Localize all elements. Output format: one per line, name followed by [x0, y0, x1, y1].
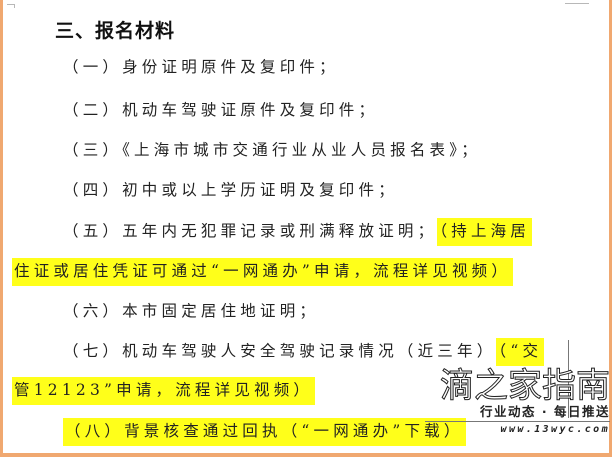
- highlighted-note: 管12123”申请，流程详见视频）: [12, 377, 316, 405]
- highlighted-note: （“交: [496, 338, 545, 366]
- list-item: （一）身份证明原件及复印件；: [63, 58, 339, 76]
- watermark-url: www.13wyc.com: [500, 424, 610, 435]
- list-item: （六）本市固定居住地证明；: [63, 302, 320, 320]
- highlighted-note: （持上海居: [437, 218, 533, 246]
- watermark-subtitle: 行业动态 · 每日推送: [425, 404, 610, 422]
- list-item: （八）背景核查通过回执（“一网通办”下载）: [63, 418, 466, 446]
- section-heading: 三、报名材料: [55, 20, 176, 42]
- divider: [568, 340, 569, 418]
- list-item: （三）《上海市城市交通行业从业人员报名表》；: [63, 141, 481, 159]
- list-item: （七）机动车驾驶人安全驾驶记录情况（近三年）（“交: [63, 338, 545, 366]
- highlighted-note: （八）背景核查通过回执（“一网通办”下载）: [63, 418, 466, 446]
- watermark: 滴之家指南 行业动态 · 每日推送 www.13wyc.com: [425, 366, 611, 437]
- list-item-continuation: 住证或居住凭证可通过“一网通办”申请，流程详见视频）: [12, 258, 514, 286]
- margin-corner-mark: [565, 3, 589, 4]
- highlighted-note: 住证或居住凭证可通过“一网通办”申请，流程详见视频）: [12, 258, 514, 286]
- list-item: （四）初中或以上学历证明及复印件；: [63, 181, 398, 199]
- list-item-text: （五）五年内无犯罪记录或刑满释放证明；: [63, 222, 438, 240]
- watermark-title: 滴之家指南: [440, 366, 611, 406]
- list-item: （五）五年内无犯罪记录或刑满释放证明；（持上海居: [63, 218, 533, 246]
- list-item: （二）机动车驾驶证原件及复印件；: [63, 101, 379, 119]
- margin-corner-mark: [7, 4, 15, 8]
- list-item-text: （七）机动车驾驶人安全驾驶记录情况（近三年）: [63, 342, 497, 360]
- list-item-continuation: 管12123”申请，流程详见视频）: [12, 377, 316, 405]
